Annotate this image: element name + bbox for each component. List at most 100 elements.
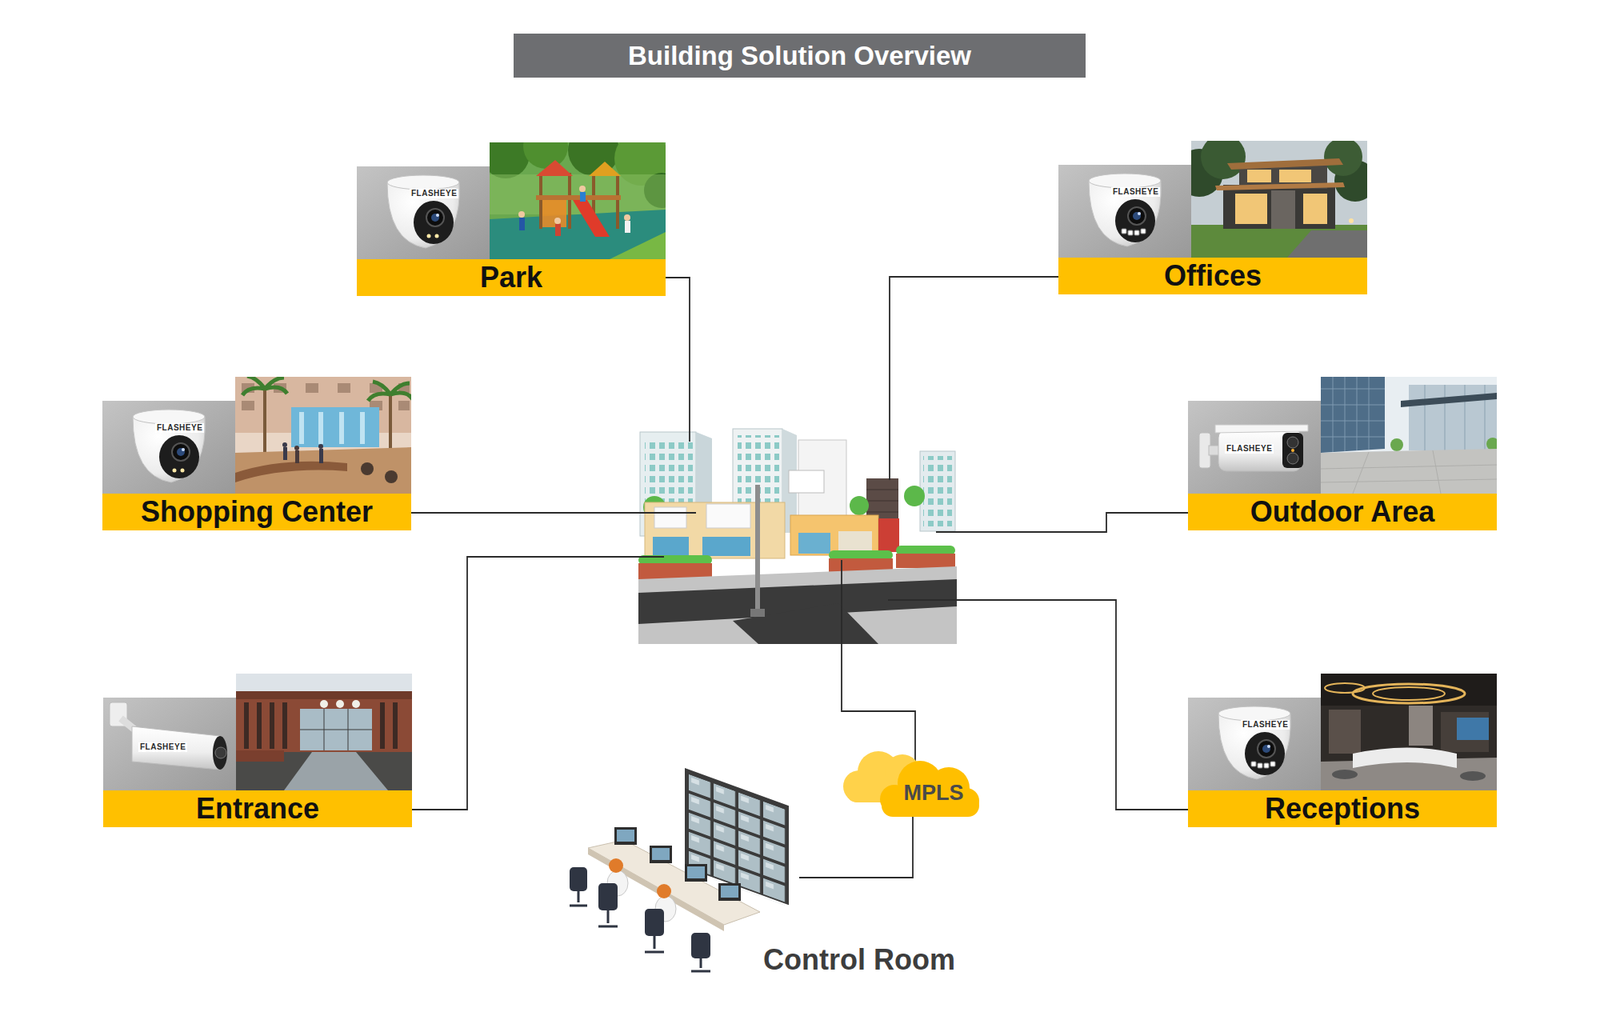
brand-label: FLASHEYE	[411, 188, 457, 198]
outdoor-photo	[1320, 464, 1497, 469]
entrance-photo	[236, 673, 412, 791]
outdoor-photo	[1320, 479, 1497, 483]
camera-brand-box: FLASHEYE	[1240, 720, 1290, 730]
entrance-photo	[236, 696, 412, 752]
desk	[588, 840, 760, 925]
shopping-photo	[235, 447, 412, 494]
desk-monitor	[718, 883, 741, 901]
camera-backdrop	[356, 166, 490, 260]
shopping-photo	[235, 461, 348, 483]
shopping-photo	[299, 412, 304, 444]
leader-line	[411, 276, 1188, 810]
camera-brand-box: FLASHEYE	[155, 423, 204, 433]
location-panel: Shopping Center	[102, 376, 412, 531]
shopping-photo	[388, 394, 392, 452]
outdoor-photo	[1320, 388, 1385, 390]
outdoor-photo	[1352, 452, 1369, 494]
brand-label: FLASHEYE	[1112, 187, 1159, 196]
receptions-photo	[1332, 769, 1358, 780]
camera-led	[427, 234, 440, 239]
offices-photo	[1191, 224, 1368, 258]
city-illustration	[920, 451, 956, 532]
bullet-camera	[212, 736, 228, 770]
entrance-photo	[282, 702, 288, 749]
desk-monitor	[614, 827, 741, 901]
brand-label: FLASHEYE	[1242, 720, 1288, 729]
entrance-photo	[284, 752, 388, 791]
offices-photo	[1279, 169, 1312, 183]
offices-photo	[1303, 193, 1328, 224]
dome-camera	[387, 175, 460, 248]
city-illustration	[838, 531, 872, 554]
city-illustration	[923, 456, 952, 527]
offices-photo	[1247, 169, 1272, 183]
city-illustration	[638, 566, 957, 644]
office-chair	[569, 891, 711, 972]
leader-line	[888, 600, 1188, 810]
cloud-shape	[836, 740, 983, 817]
city-illustration	[706, 504, 751, 528]
shopping-photo	[368, 381, 413, 401]
office-chair	[569, 867, 588, 892]
park-photo	[580, 192, 586, 202]
park-photo	[481, 124, 680, 260]
location-band: Shopping Center	[102, 493, 412, 531]
cloud-label-box: MPLS	[889, 780, 978, 806]
brand-label: FLASHEYE	[156, 423, 203, 432]
location-panel: Receptions	[1188, 673, 1497, 828]
shopping-photo	[319, 448, 324, 464]
park-photo	[481, 130, 530, 179]
shopping-photo	[318, 444, 324, 449]
city-illustration	[866, 512, 899, 513]
shopping-panel-art	[102, 376, 413, 494]
bullet-camera	[1215, 424, 1308, 433]
shopping-photo	[360, 412, 365, 444]
receptions-photo	[1324, 683, 1365, 693]
camera-backdrop	[1188, 697, 1321, 791]
node-text: Park	[480, 261, 543, 294]
shopping-photo	[295, 450, 300, 464]
park-photo	[609, 232, 666, 260]
city-illustration	[644, 502, 785, 559]
city-illustration	[798, 532, 831, 554]
node-text: Receptions	[1264, 792, 1420, 825]
entrance-photo	[236, 750, 284, 762]
dome-camera	[132, 409, 205, 483]
location-band: Park	[356, 259, 666, 296]
office-chair	[691, 932, 711, 959]
office-chair	[569, 867, 711, 959]
node-text: Control Room	[763, 944, 956, 976]
entrance-photo	[380, 702, 385, 749]
park-photo	[489, 209, 666, 260]
outdoor-photo	[1320, 450, 1497, 494]
outdoor-photo	[1400, 392, 1497, 408]
receptions-photo	[1328, 709, 1361, 754]
park-photo	[536, 160, 573, 176]
offices-photo	[1175, 134, 1376, 258]
desk-monitor	[684, 864, 708, 882]
entrance-panel-art	[103, 673, 412, 791]
camera-backdrop	[103, 697, 236, 791]
operator-figure	[608, 858, 624, 873]
shopping-photo	[294, 445, 300, 451]
outdoor-panel-art	[1188, 376, 1500, 494]
park-photo	[518, 211, 525, 218]
offices-photo	[1271, 190, 1296, 229]
receptions-photo	[1320, 673, 1497, 791]
shopping-photo	[291, 407, 380, 448]
title-text: Building Solution Overview	[628, 40, 972, 72]
city-illustration	[755, 484, 760, 613]
entrance-photo	[236, 673, 412, 791]
city-illustration	[732, 603, 879, 644]
receptions-photo	[1460, 771, 1486, 781]
park-photo	[519, 217, 525, 231]
receptions-photo	[1408, 705, 1433, 746]
city-illustration	[654, 507, 687, 528]
park-photo	[568, 172, 572, 229]
shopping-photo	[337, 383, 351, 393]
offices-photo	[1223, 184, 1336, 229]
entrance-photo	[236, 691, 412, 700]
desk-monitor	[720, 885, 739, 898]
receptions-photo	[1320, 757, 1497, 791]
